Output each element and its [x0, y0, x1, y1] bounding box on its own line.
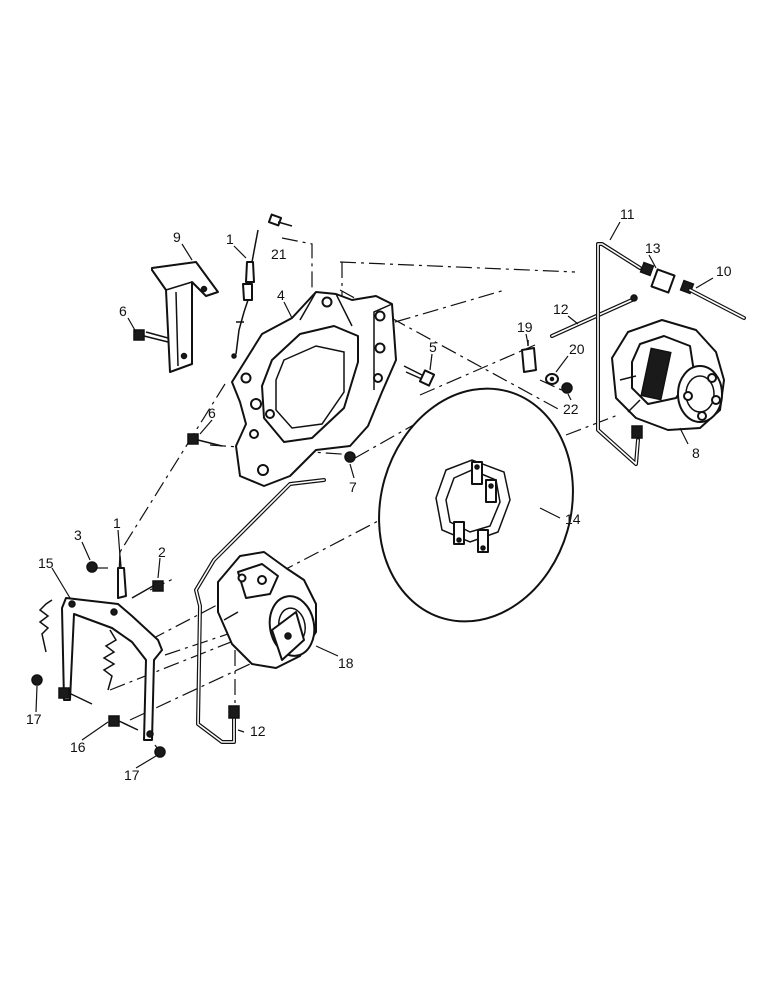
tee-connector-part-13	[639, 261, 695, 295]
callout-20: 20	[569, 341, 585, 357]
brake-pipe-part-11	[596, 242, 643, 466]
brake-disc-part-14	[378, 387, 574, 623]
callout-3: 3	[74, 527, 82, 543]
bolt-part-6-middle	[187, 433, 223, 447]
callout-16: 16	[70, 739, 86, 755]
bolt-part-21	[267, 213, 293, 227]
callout-10: 10	[716, 263, 732, 279]
leader-lines	[35, 221, 714, 769]
callout-18: 18	[338, 655, 354, 671]
cable-part-1-top	[231, 229, 259, 359]
callout-7: 7	[349, 479, 357, 495]
bolt-part-6-top	[133, 329, 169, 343]
lever-plate-part-15	[61, 597, 163, 741]
callout-12-bottom: 12	[250, 723, 266, 739]
bracket-part-9	[151, 261, 219, 373]
callout-14: 14	[565, 511, 581, 527]
callout-8: 8	[692, 445, 700, 461]
callout-19: 19	[517, 319, 533, 335]
callout-11: 11	[620, 206, 635, 222]
callout-6-top: 6	[119, 303, 127, 319]
nut-part-7	[344, 451, 356, 463]
callout-5: 5	[429, 339, 437, 355]
nut-part-3	[86, 561, 98, 573]
callout-13: 13	[645, 240, 661, 256]
nut-part-22	[561, 382, 573, 394]
bolt-part-16	[58, 687, 139, 731]
cable-part-1-bottom	[117, 555, 127, 599]
nut-part-17-left	[31, 674, 43, 686]
callout-22: 22	[563, 401, 579, 417]
callout-15: 15	[38, 555, 54, 571]
valve-part-19	[521, 340, 537, 373]
return-springs	[38, 599, 118, 691]
callout-1-bottom: 1	[113, 515, 121, 531]
mounting-bracket-part-4	[231, 291, 397, 487]
callout-12-top: 12	[553, 301, 569, 317]
callout-4: 4	[277, 287, 285, 303]
brake-caliper-part-8	[611, 319, 725, 431]
callout-1-top: 1	[226, 231, 234, 247]
brake-pipe-part-10	[688, 288, 746, 320]
bolt-part-2	[131, 580, 164, 599]
brake-caliper-part-18	[217, 551, 317, 669]
callout-6-middle: 6	[208, 405, 216, 421]
callout-labels: 1 9 21 4 6 5 6 7 11 13 10 12 19 20 22 8 …	[26, 206, 732, 783]
callout-2: 2	[158, 544, 166, 560]
brake-pipe-part-12-bottom	[194, 478, 326, 744]
callout-9: 9	[173, 229, 181, 245]
bolt-part-5	[403, 365, 436, 387]
washer-part-20	[545, 373, 559, 385]
callout-21: 21	[271, 246, 287, 262]
brake-pipe-part-12-top	[550, 294, 638, 338]
callout-17-bottom: 17	[124, 767, 140, 783]
nut-part-17-bottom	[154, 746, 166, 758]
callout-17-left: 17	[26, 711, 42, 727]
